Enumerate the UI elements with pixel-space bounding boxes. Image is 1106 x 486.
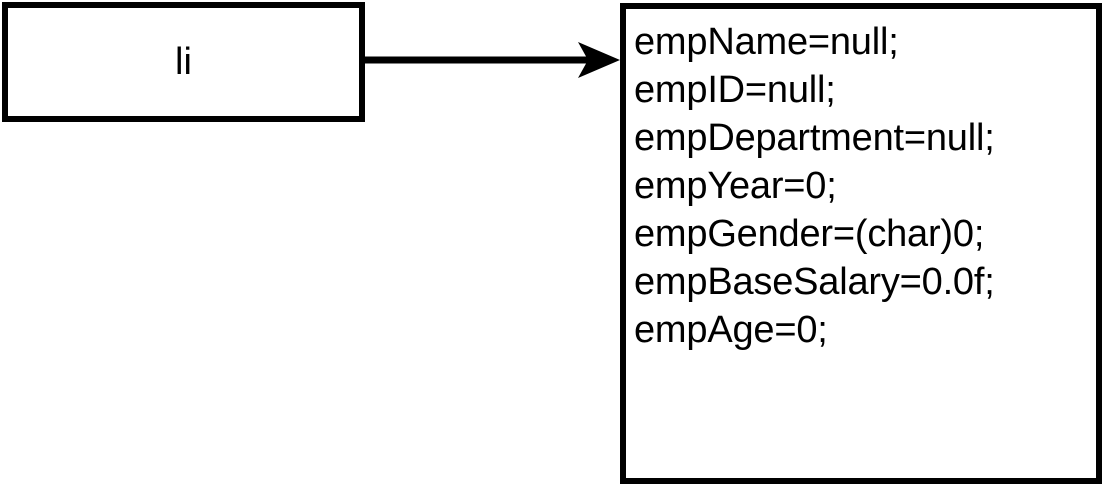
code-line: empGender=(char)0; bbox=[634, 213, 985, 255]
code-line: empAge=0; bbox=[634, 309, 828, 351]
code-line: empBaseSalary=0.0f; bbox=[634, 261, 995, 303]
left-node-label: li bbox=[175, 41, 192, 83]
code-line: empName=null; bbox=[634, 21, 899, 63]
arrow-head bbox=[578, 42, 620, 78]
arrow-connector bbox=[362, 40, 624, 80]
code-block: empName=null; empID=null; empDepartment=… bbox=[626, 9, 1096, 354]
left-node-box[interactable]: li bbox=[2, 2, 365, 122]
right-node-box[interactable]: empName=null; empID=null; empDepartment=… bbox=[620, 3, 1102, 484]
arrow-icon bbox=[362, 42, 620, 78]
code-line: empID=null; bbox=[634, 69, 836, 111]
code-line: empDepartment=null; bbox=[634, 117, 995, 159]
code-line: empYear=0; bbox=[634, 165, 837, 207]
